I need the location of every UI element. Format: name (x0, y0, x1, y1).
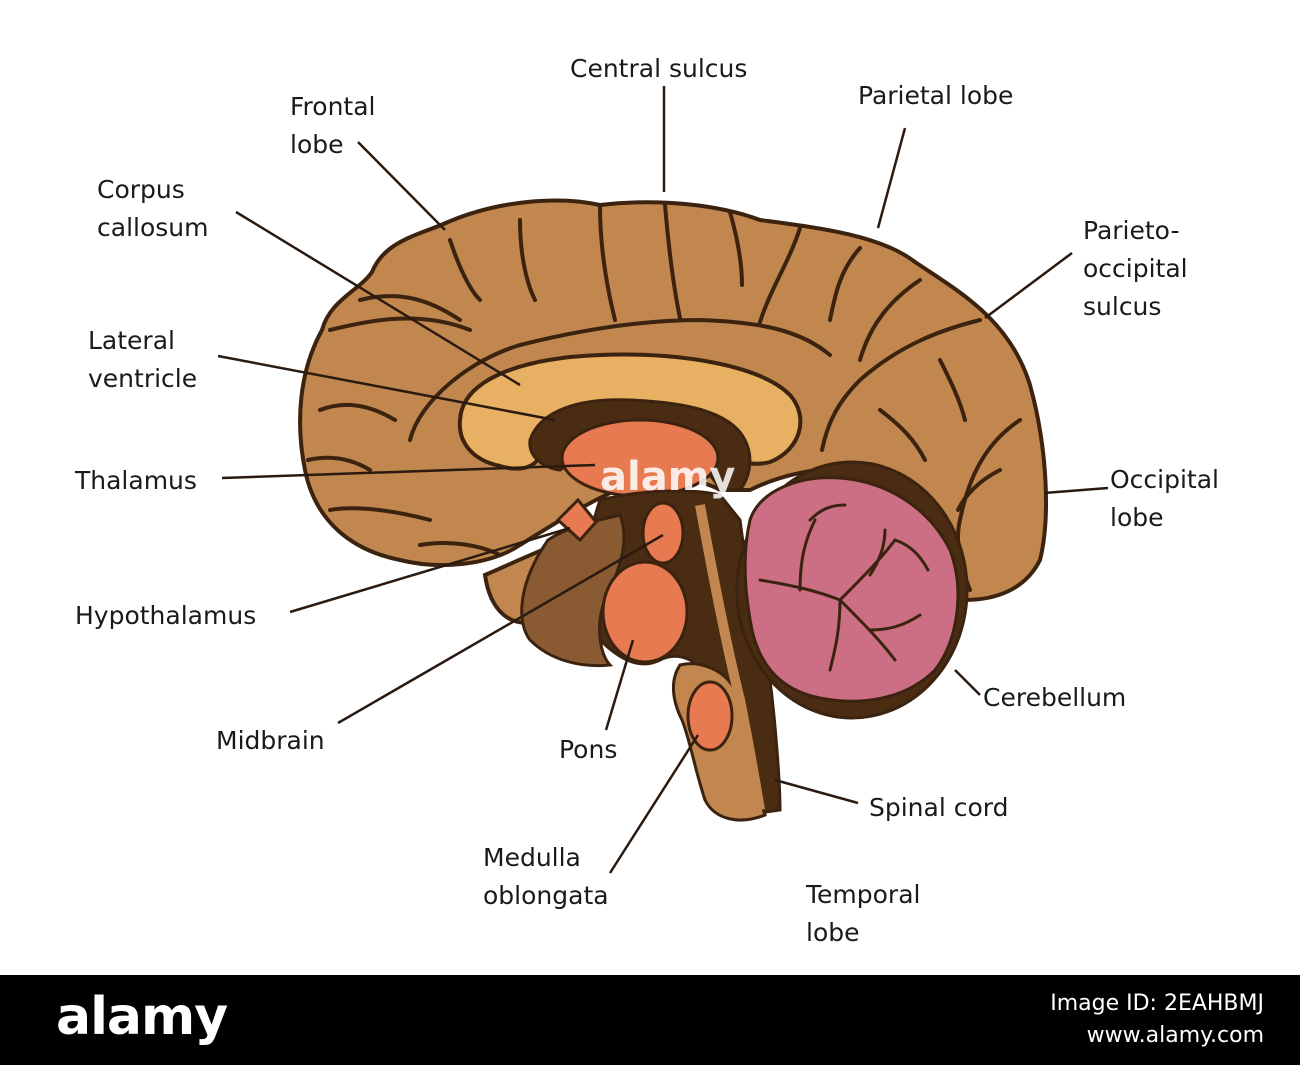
label-thalamus: Thalamus (75, 466, 197, 495)
label-frontal-lobe: Frontal lobe (290, 92, 376, 159)
brainstem-strip (695, 504, 765, 811)
watermark-center: alamy (600, 454, 736, 500)
label-hypothalamus: Hypothalamus (75, 601, 257, 630)
leader-lines (217, 86, 1109, 874)
label-pons: Pons (559, 735, 618, 764)
label-medulla-oblongata: Medulla oblongata (483, 843, 609, 910)
leader-lateral-ventricle (217, 354, 556, 422)
brain-illustration (217, 86, 1109, 874)
leader-corpus-callosum (235, 210, 521, 387)
hypothalamus-shape (555, 497, 598, 543)
leader-hypothalamus (289, 526, 571, 614)
medulla-shape (686, 680, 734, 752)
leader-medulla (608, 734, 700, 874)
watermark-image-id: Image ID: 2EAHBMJ (1050, 991, 1264, 1016)
label-cerebellum: Cerebellum (983, 683, 1127, 712)
label-spinal-cord: Spinal cord (869, 793, 1009, 822)
pons-shape (601, 560, 689, 664)
midbrain-shape (520, 513, 626, 668)
label-lateral-ventricle: Lateral ventricle (88, 326, 198, 393)
label-corpus-callosum: Corpus callosum (97, 175, 209, 242)
label-occipital-lobe: Occipital lobe (1110, 465, 1219, 532)
leader-parieto-occipital (984, 251, 1073, 320)
leader-thalamus (221, 463, 596, 480)
leader-spinal-cord (774, 778, 859, 805)
leader-occipital-lobe (1043, 486, 1109, 495)
watermark-bar: alamy Image ID: 2EAHBMJ www.alamy.com (0, 975, 1300, 1065)
arbor-vitae (758, 503, 930, 672)
colliculus-shape (641, 501, 685, 565)
leader-midbrain (337, 533, 664, 725)
label-temporal-lobe: Temporal lobe (806, 880, 921, 947)
sulci (306, 203, 1022, 592)
label-parietal-lobe: Parietal lobe (858, 81, 1014, 110)
label-parieto-occipital-sulcus: Parieto- occipital sulcus (1083, 216, 1188, 321)
leader-cerebellum (954, 669, 981, 696)
watermark-logo: alamy (56, 987, 228, 1047)
brain-diagram: Central sulcus Frontal lobe Parietal lob… (75, 54, 1219, 947)
leader-frontal-lobe (357, 141, 446, 231)
leader-pons (604, 639, 635, 731)
label-central-sulcus: Central sulcus (570, 54, 748, 83)
label-midbrain: Midbrain (216, 726, 325, 755)
leader-parietal-lobe (876, 127, 907, 229)
watermark-site: www.alamy.com (1086, 1023, 1264, 1048)
